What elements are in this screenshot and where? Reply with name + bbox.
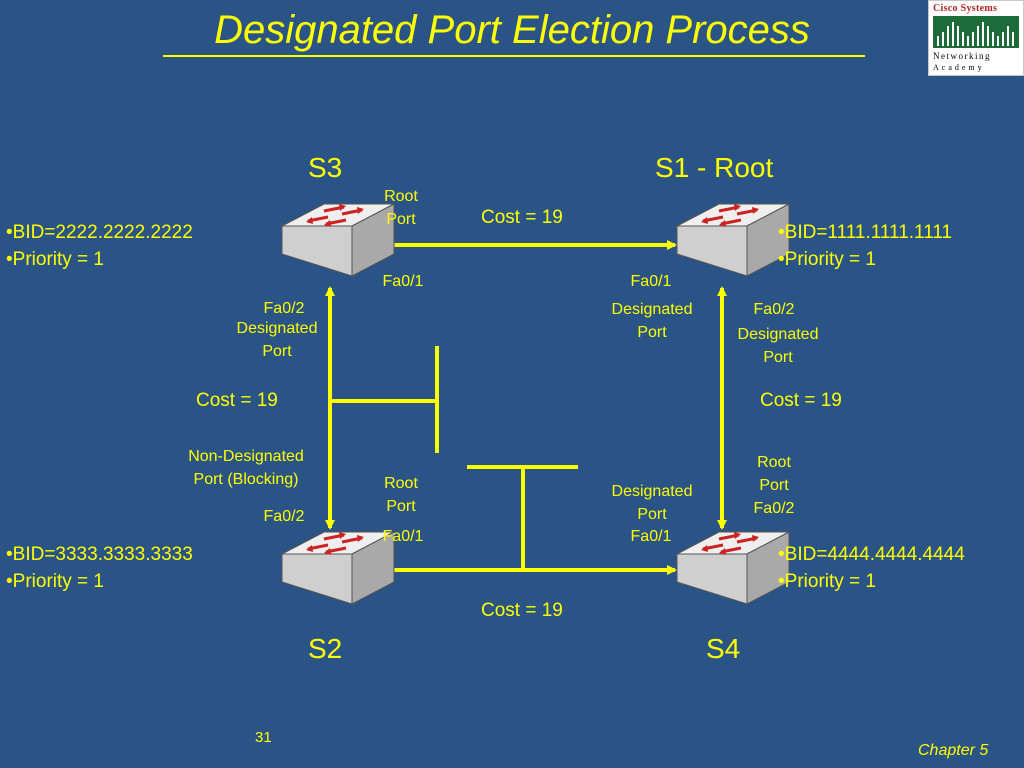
s3-designated-port-label: Designated Port xyxy=(236,320,318,360)
page-number: 31 xyxy=(255,729,272,746)
s3-fa02-label: Fa0/2 xyxy=(263,300,305,317)
switch-s1-icon xyxy=(675,202,791,278)
s2-bid: •BID=3333.3333.3333 xyxy=(6,544,193,565)
s4-info: •BID=4444.4444.4444 •Priority = 1 xyxy=(778,541,965,595)
switch-s4-name: S4 xyxy=(706,633,741,664)
s1-fa02-label: Fa0/2 xyxy=(753,301,795,318)
logo-line1: Networking xyxy=(933,51,991,61)
s4-bid: •BID=4444.4444.4444 xyxy=(778,544,965,565)
cost-right: Cost = 19 xyxy=(760,390,842,411)
cost-left: Cost = 19 xyxy=(196,390,278,411)
s2-info: •BID=3333.3333.3333 •Priority = 1 xyxy=(6,541,193,595)
s2-priority: •Priority = 1 xyxy=(6,571,104,592)
s1-priority: •Priority = 1 xyxy=(778,249,876,270)
s3-bid: •BID=2222.2222.2222 xyxy=(6,222,193,243)
chapter-label: Chapter 5 xyxy=(918,742,989,759)
s4-root-port-label: Root Port xyxy=(757,454,791,494)
s1-fa01-label: Fa0/1 xyxy=(630,273,672,290)
s2-fa02-label: Fa0/2 xyxy=(263,508,305,525)
s3-priority: •Priority = 1 xyxy=(6,249,104,270)
page-title: Designated Port Election Process xyxy=(214,8,810,52)
s1-fa01-designated-label: Designated Port xyxy=(611,301,693,341)
logo-bridge-icon xyxy=(933,16,1019,48)
switch-s3-name: S3 xyxy=(308,152,343,183)
switch-s2-name: S2 xyxy=(308,633,343,664)
logo-line2: Academy xyxy=(933,63,985,72)
logo-brand: Cisco Systems xyxy=(933,3,998,14)
s4-fa02-label: Fa0/2 xyxy=(753,500,795,517)
cisco-logo: Cisco Systems Networking Academy xyxy=(928,0,1024,76)
s2-fa01-label: Fa0/1 xyxy=(382,528,424,545)
s2-non-designated-label: Non-Designated Port (Blocking) xyxy=(188,448,304,488)
title-underline xyxy=(163,55,865,57)
s3-fa01-label: Fa0/1 xyxy=(382,273,424,290)
s2-root-port-label: Root Port xyxy=(384,475,418,515)
switch-s1-name: S1 - Root xyxy=(655,152,774,183)
s1-fa02-designated-label: Designated Port xyxy=(737,326,819,366)
s3-root-port-label: Root Port xyxy=(384,188,418,228)
s1-info: •BID=1111.1111.1111 •Priority = 1 xyxy=(778,219,952,273)
s4-fa01-label: Fa0/1 xyxy=(630,528,672,545)
s1-bid: •BID=1111.1111.1111 xyxy=(778,222,953,243)
s4-priority: •Priority = 1 xyxy=(778,571,876,592)
cost-top: Cost = 19 xyxy=(481,207,563,228)
s4-designated-port-label: Designated Port xyxy=(611,483,693,523)
switch-s4-icon xyxy=(675,530,791,606)
s3-info: •BID=2222.2222.2222 •Priority = 1 xyxy=(6,219,193,273)
cost-bottom: Cost = 19 xyxy=(481,600,563,621)
